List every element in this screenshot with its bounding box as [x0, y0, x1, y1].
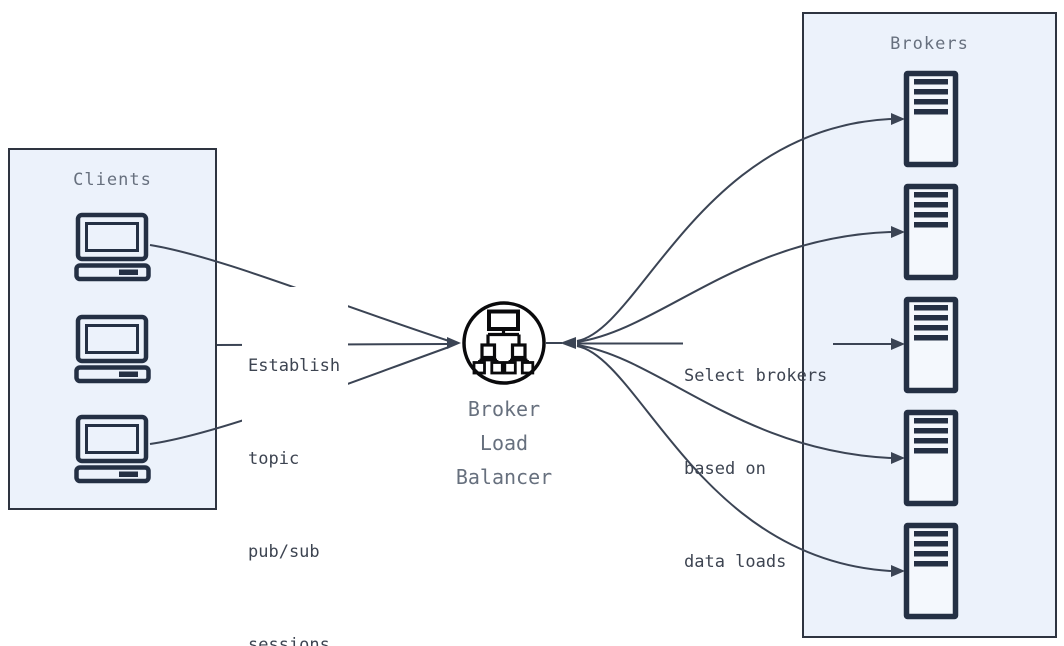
server-icon [903, 409, 959, 507]
arrowhead-into-lb-right [560, 337, 576, 349]
edge-label-select-brokers: Select brokers based on data loads [684, 366, 828, 572]
computer-icon [74, 414, 151, 484]
server-icon [903, 183, 959, 281]
client-node [74, 414, 152, 484]
computer-icon [74, 314, 151, 384]
client-node [74, 314, 152, 384]
brokers-group-label: Brokers [890, 34, 969, 54]
broker-node [903, 522, 959, 620]
server-icon [903, 70, 959, 168]
client-node [74, 212, 152, 282]
broker-node [903, 70, 959, 168]
load-balancer-label: Broker Load Balancer [455, 397, 553, 489]
broker-node [903, 409, 959, 507]
network-tree-icon [462, 301, 546, 385]
server-icon [903, 296, 959, 394]
clients-group-label: Clients [73, 170, 152, 190]
computer-icon [74, 212, 151, 282]
edge-label-establish-sessions: Establish topic pub/sub sessions [242, 287, 349, 646]
load-balancer-node [459, 298, 549, 388]
broker-node [903, 183, 959, 281]
server-icon [903, 522, 959, 620]
broker-node [903, 296, 959, 394]
